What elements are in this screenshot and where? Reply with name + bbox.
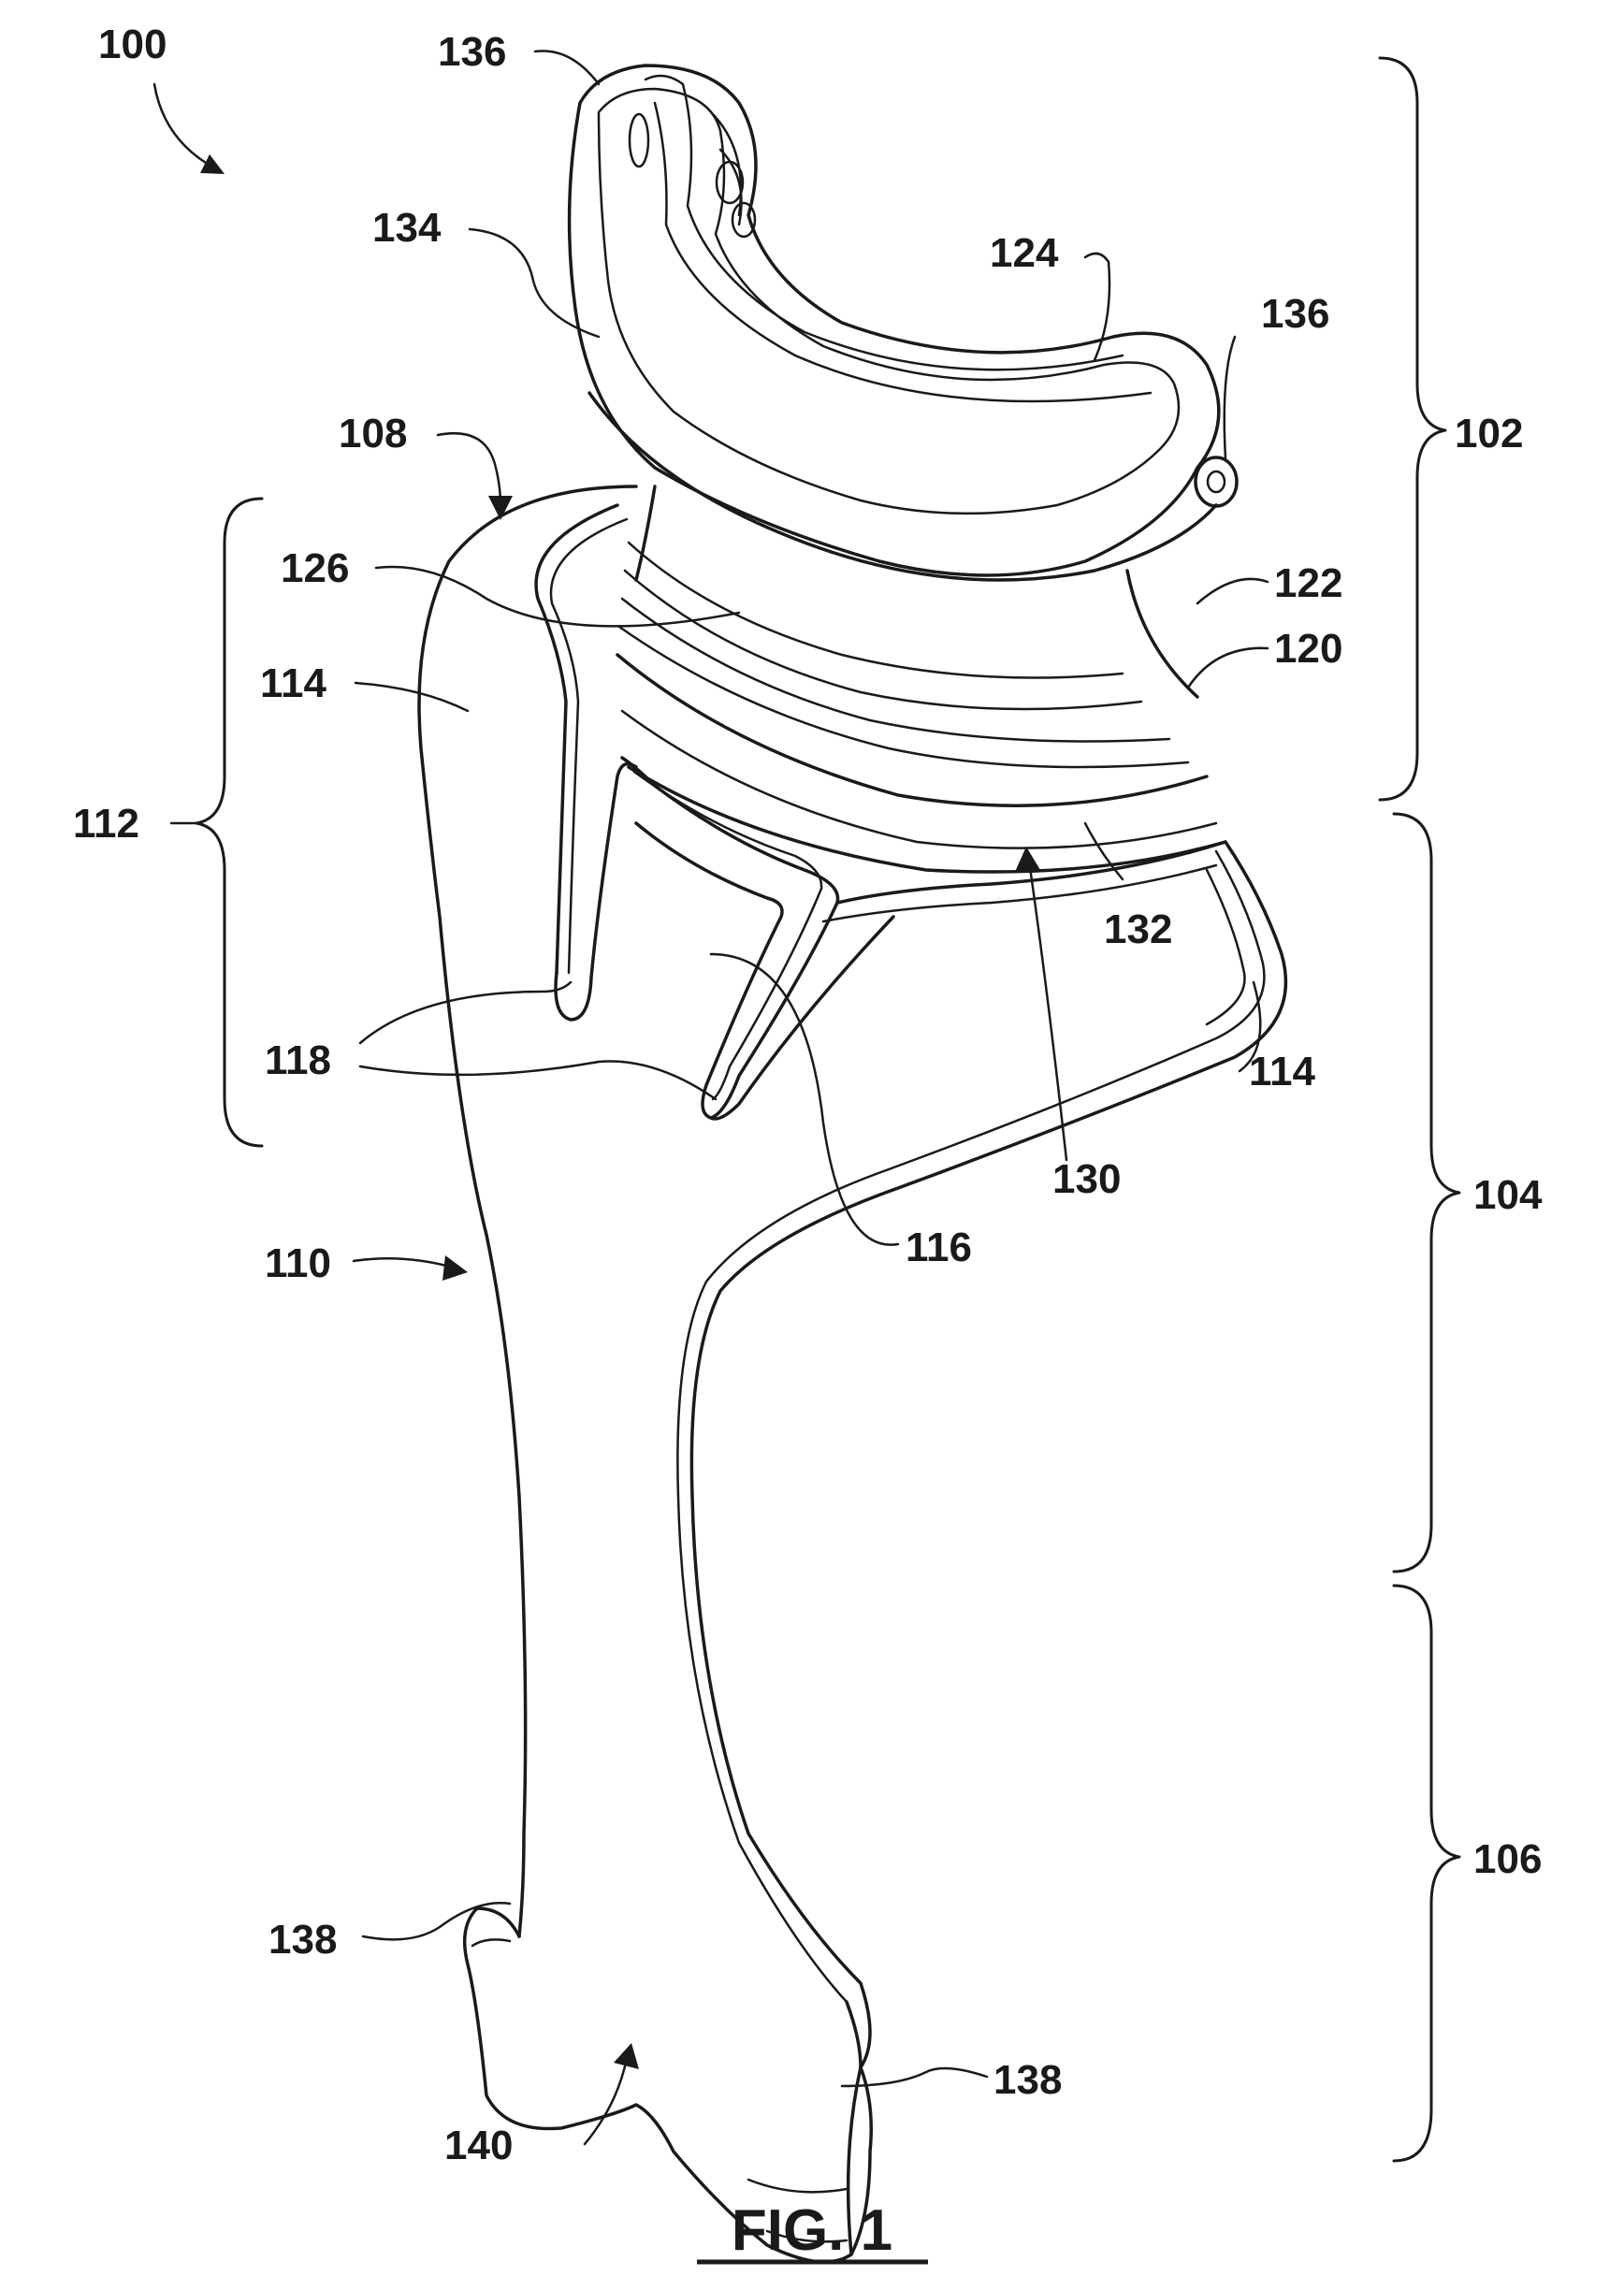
label-116: 116 — [906, 1225, 972, 1270]
reference-numerals: 100 136 134 124 136 102 108 126 122 120 … — [73, 22, 1543, 2168]
label-104: 104 — [1473, 1172, 1543, 1218]
braces — [196, 58, 1459, 2161]
label-136-top: 136 — [438, 29, 506, 75]
brace-112 — [196, 499, 262, 1146]
body-portion — [419, 486, 1285, 2262]
label-130: 130 — [1052, 1156, 1121, 1202]
label-112: 112 — [73, 801, 139, 847]
label-120: 120 — [1274, 626, 1342, 672]
neck-portion — [617, 486, 1225, 872]
brace-104 — [1394, 814, 1459, 1572]
label-108: 108 — [339, 411, 407, 457]
label-136-right: 136 — [1261, 291, 1329, 337]
label-122: 122 — [1274, 560, 1342, 606]
figure-caption: FIG. 1 — [697, 2198, 928, 2263]
label-102: 102 — [1455, 411, 1523, 457]
label-118: 118 — [265, 1037, 331, 1083]
brace-106 — [1394, 1586, 1459, 2161]
device-drawing — [419, 65, 1285, 2262]
label-138-right: 138 — [993, 2057, 1062, 2103]
label-100: 100 — [98, 22, 167, 67]
label-132: 132 — [1104, 906, 1172, 952]
brace-102 — [1380, 58, 1445, 800]
label-114-right: 114 — [1249, 1049, 1316, 1094]
tray-portion — [570, 65, 1237, 580]
label-124: 124 — [990, 230, 1059, 276]
label-138-left: 138 — [268, 1917, 337, 1963]
caption-text: FIG. 1 — [732, 2198, 892, 2263]
label-140: 140 — [444, 2123, 513, 2168]
label-114-left: 114 — [260, 660, 327, 706]
label-110: 110 — [265, 1240, 331, 1286]
label-134: 134 — [372, 205, 442, 251]
label-106: 106 — [1473, 1836, 1542, 1882]
label-126: 126 — [281, 545, 349, 591]
